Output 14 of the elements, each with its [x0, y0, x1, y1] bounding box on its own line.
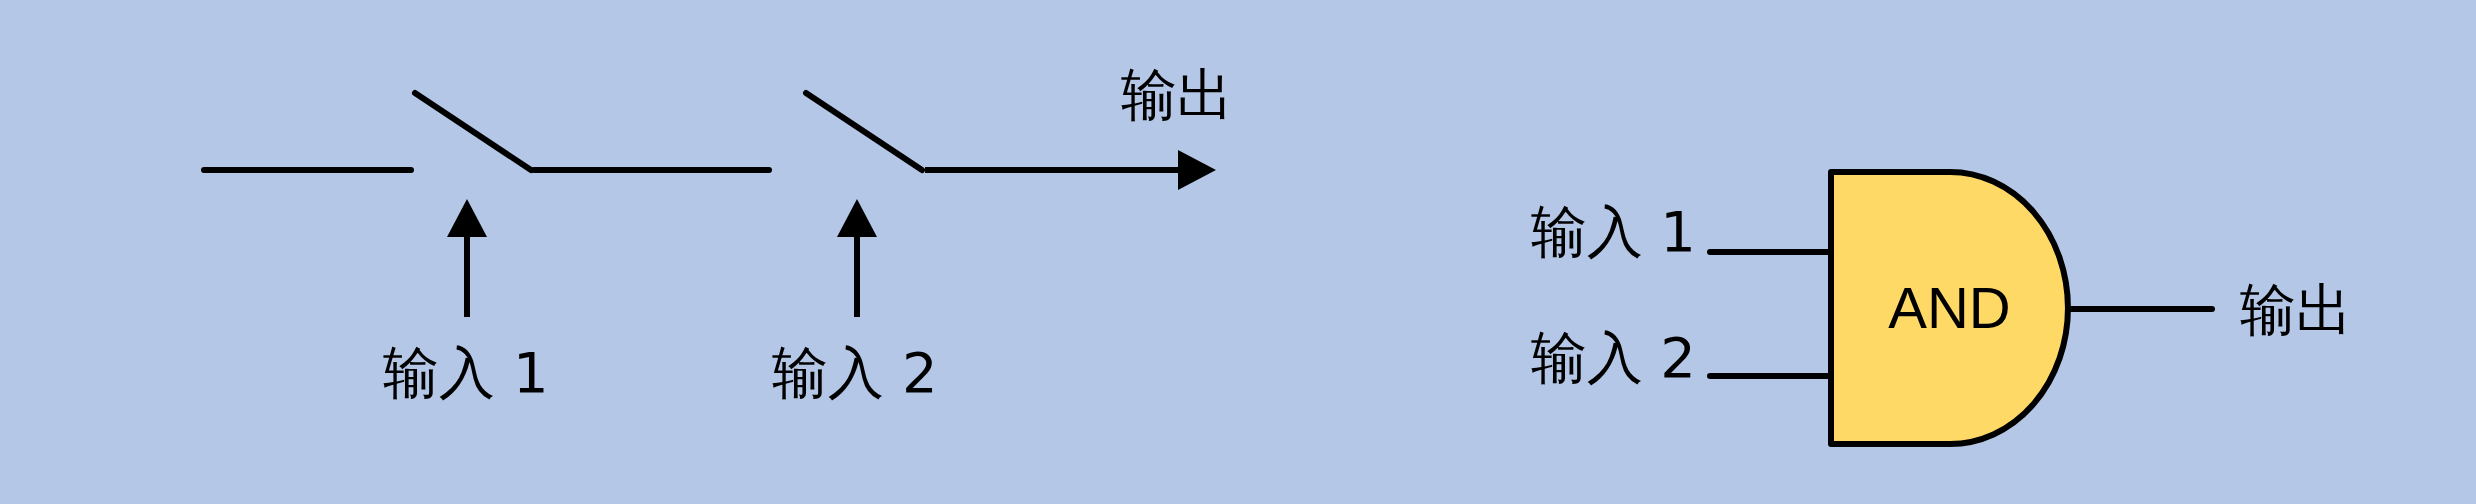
wire: [2068, 306, 2215, 312]
input-label: 输入 2: [1530, 330, 1696, 386]
edge-label: 输出: [1121, 67, 1233, 123]
arrow: [837, 199, 877, 317]
wire: [531, 167, 772, 173]
input-label: 输入 1: [383, 345, 549, 401]
input-label: 输入 2: [772, 345, 938, 401]
switch-symbol: [411, 90, 534, 173]
and-gate: AND: [1828, 169, 2071, 447]
output-label: 输出: [2240, 282, 2352, 338]
arrow: [447, 199, 487, 317]
arrow: [925, 150, 1216, 190]
wire: [201, 167, 414, 173]
input-label: 输入 1: [1530, 204, 1696, 260]
